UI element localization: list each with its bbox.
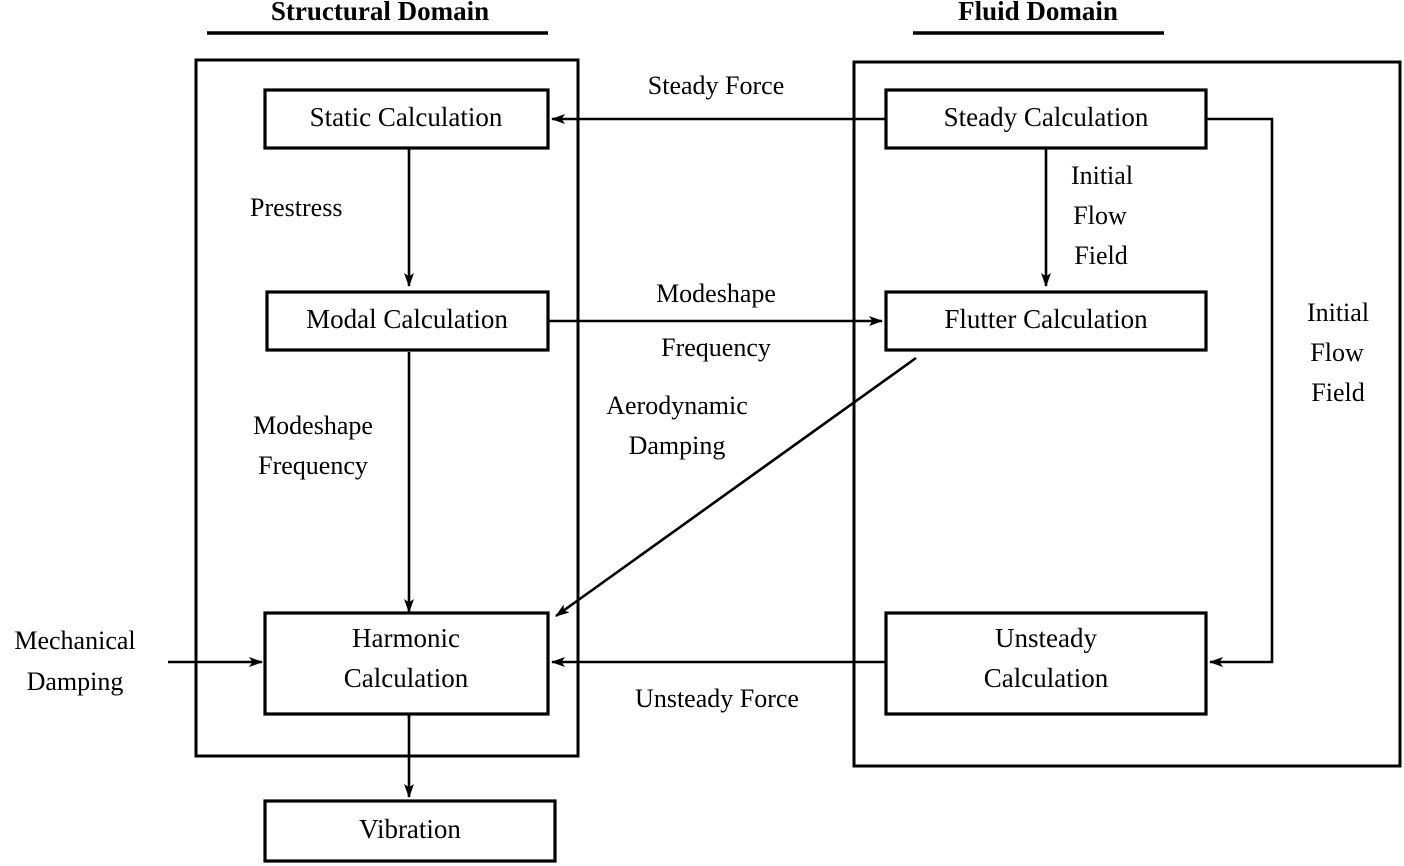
edge-label-aerodynamic: Aerodynamic (606, 391, 748, 420)
edge-label-modeshape-left: Modeshape (253, 411, 373, 440)
edge-label-initial-center-line2: Flow (1073, 201, 1127, 230)
edge-label-initial-right-line3: Field (1311, 378, 1364, 407)
harmonic-calculation-label-line2: Calculation (344, 663, 469, 693)
edge-label-initial-center-line1: Initial (1071, 161, 1133, 190)
edge-label-modeshape-mid: Modeshape (656, 279, 776, 308)
node-harmonic-calculation[interactable]: Harmonic Calculation (263, 611, 550, 716)
edge-label-mechanical: Mechanical (14, 626, 135, 655)
edge-label-unsteady-force: Unsteady Force (635, 684, 799, 713)
static-calculation-label: Static Calculation (310, 102, 503, 132)
edge-label-prestress: Prestress (250, 193, 342, 222)
structural-domain-boundary (194, 58, 580, 758)
edge-label-frequency-left: Frequency (258, 451, 368, 480)
flutter-calculation-label: Flutter Calculation (944, 304, 1148, 334)
edge-label-initial-right-line1: Initial (1307, 298, 1369, 327)
node-static-calculation[interactable]: Static Calculation (263, 88, 550, 150)
fluid-domain-title: Fluid Domain (958, 0, 1118, 26)
structural-domain-title: Structural Domain (271, 0, 489, 26)
unsteady-calculation-label-line1: Unsteady (995, 623, 1097, 653)
edge-label-initial-center-line3: Field (1074, 241, 1127, 270)
edge-label-initial-right-line2: Flow (1310, 338, 1364, 367)
harmonic-calculation-label-line1: Harmonic (352, 623, 460, 653)
node-vibration[interactable]: Vibration (263, 799, 557, 863)
edge-flutter-to-harmonic (555, 356, 917, 618)
edge-steady-to-unsteady (1206, 117, 1274, 667)
node-steady-calculation[interactable]: Steady Calculation (884, 88, 1208, 150)
edge-label-mechanical-damping: Damping (27, 667, 124, 696)
steady-calculation-label: Steady Calculation (944, 102, 1149, 132)
node-flutter-calculation[interactable]: Flutter Calculation (884, 290, 1208, 352)
edge-label-damping: Damping (629, 431, 726, 460)
edge-label-frequency-mid: Frequency (661, 333, 771, 362)
node-modal-calculation[interactable]: Modal Calculation (265, 290, 550, 352)
vibration-label: Vibration (359, 814, 461, 844)
modal-calculation-label: Modal Calculation (306, 304, 508, 334)
edge-label-steady-force: Steady Force (648, 71, 784, 100)
fluid-domain-boundary (852, 60, 1402, 768)
node-unsteady-calculation[interactable]: Unsteady Calculation (884, 611, 1208, 716)
unsteady-calculation-label-line2: Calculation (984, 663, 1109, 693)
